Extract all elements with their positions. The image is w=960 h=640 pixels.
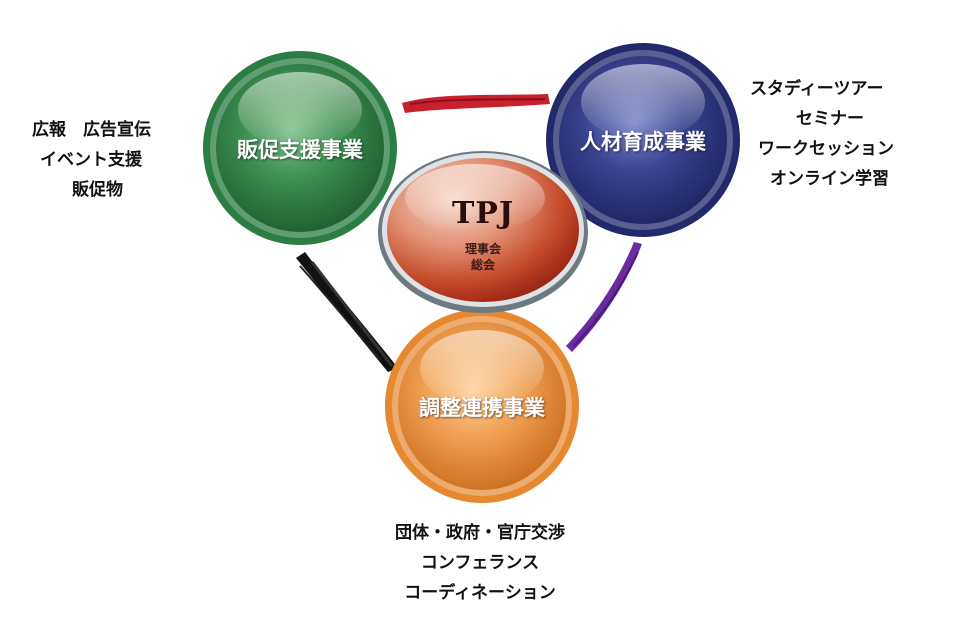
hr-list-item: セミナー: [796, 109, 864, 129]
connector-red: [402, 94, 550, 113]
hr-label: 人材育成事業: [580, 130, 706, 154]
promotion-label: 販促支援事業: [237, 138, 363, 162]
coordination-list-item: コーディネーション: [404, 583, 556, 603]
promotion-list: 広報 広告宣伝 イベント支援 販促物: [32, 115, 151, 205]
hr-list-item: オンライン学習: [770, 169, 889, 189]
center-title: TPJ: [451, 196, 515, 231]
coordination-list-item: 団体・政府・官庁交渉: [395, 523, 565, 543]
coordination-list-item: コンフェランス: [420, 553, 540, 573]
promotion-list-item: 広報 広告宣伝: [32, 120, 151, 140]
coordination-list: 団体・政府・官庁交渉 コンフェランス コーディネーション: [360, 518, 600, 608]
connector-purple: [566, 242, 642, 352]
center-oval: [378, 151, 588, 313]
hr-list-item: ワークセッション: [758, 139, 894, 159]
promotion-list-item: 販促物: [72, 180, 123, 200]
center-sub-board: 理事会: [464, 242, 501, 256]
hr-list: スタディーツアー セミナー ワークセッション オンライン学習: [748, 74, 938, 194]
coordination-circle: [385, 309, 579, 503]
promotion-list-item: イベント支援: [40, 150, 142, 170]
connector-black: [296, 252, 398, 372]
hr-circle: [546, 43, 740, 237]
promotion-circle: [203, 51, 397, 245]
coordination-label: 調整連携事業: [419, 396, 545, 420]
center-sub-assembly: 総会: [470, 258, 495, 272]
hr-list-item: スタディーツアー: [750, 79, 884, 99]
